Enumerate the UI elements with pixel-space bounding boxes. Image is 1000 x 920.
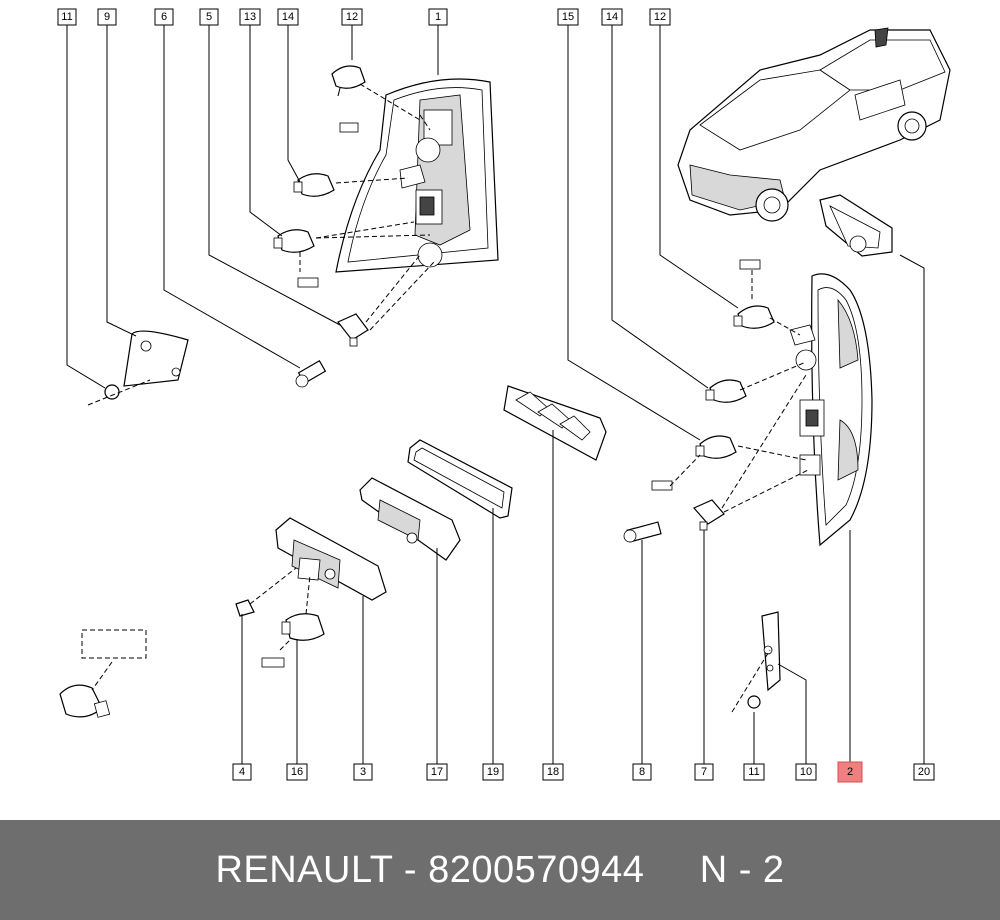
callout-16: 16: [286, 763, 308, 781]
lamp-bracket-18: [503, 385, 607, 461]
tail-lamp-right-assembly: [789, 273, 873, 547]
svg-text:15: 15: [562, 11, 574, 23]
callout-10: 10: [795, 763, 817, 781]
svg-text:5: 5: [206, 11, 212, 23]
svg-text:18: 18: [547, 766, 559, 778]
callout-6: 6: [154, 8, 174, 26]
callout-19: 19: [482, 763, 504, 781]
bulb-14-right: [705, 379, 747, 403]
screw-6: [295, 359, 327, 388]
svg-text:8: 8: [639, 766, 645, 778]
svg-text:1: 1: [435, 11, 441, 23]
licence-lamp-lens-17: [359, 477, 461, 561]
svg-text:19: 19: [487, 766, 499, 778]
callout-12-top-right: 12: [649, 8, 671, 26]
optional-part-dashed-box: [81, 629, 147, 659]
callout-15: 15: [557, 8, 579, 26]
callout-8: 8: [632, 763, 652, 781]
callout-7: 7: [694, 763, 714, 781]
svg-text:12: 12: [654, 11, 666, 23]
callout-20: 20: [913, 763, 935, 781]
svg-text:7: 7: [701, 766, 707, 778]
bulb-holder-7: [693, 499, 725, 531]
reflector-plate-9: [123, 330, 189, 387]
callout-11-bottom: 11: [743, 763, 765, 781]
bulb-base-label-12b: [739, 259, 761, 270]
svg-text:14: 14: [606, 11, 618, 23]
part-info-footer: RENAULT - 8200570944 N - 2: [0, 820, 1000, 920]
bulb-base-label-15: [651, 480, 673, 491]
svg-text:6: 6: [161, 11, 167, 23]
svg-text:12: 12: [346, 11, 358, 23]
callout-9: 9: [97, 8, 117, 26]
bulb-base-label-13: [297, 277, 319, 288]
bulb-base-label-12: [339, 122, 359, 133]
bulb-16: [281, 613, 325, 641]
screw-4: [235, 599, 255, 617]
callout-13: 13: [239, 8, 261, 26]
clip-11-right: [731, 649, 771, 713]
svg-text:20: 20: [918, 766, 930, 778]
callout-14-top-right: 14: [601, 8, 623, 26]
bulb-12-left: [331, 65, 366, 97]
bulb-holder-5: [337, 313, 369, 347]
bulb-12-right: [733, 305, 775, 329]
bulb-15: [695, 435, 737, 459]
callout-18: 18: [542, 763, 564, 781]
svg-text:14: 14: [282, 11, 294, 23]
exploded-parts-diagram: 11 9 6 5 13 14 12 1 15 14 12 4 16 3 17 1…: [57, 8, 951, 783]
clip-11-left: [87, 379, 151, 406]
svg-text:11: 11: [61, 11, 72, 23]
callout-17: 17: [426, 763, 448, 781]
callout-2-highlighted: 2: [837, 761, 863, 783]
svg-text:3: 3: [360, 766, 366, 778]
svg-text:10: 10: [800, 766, 812, 778]
callout-11-top: 11: [57, 8, 77, 26]
bulb-base-label-16: [261, 657, 285, 668]
callout-3: 3: [353, 763, 373, 781]
callout-14-top-left: 14: [277, 8, 299, 26]
callout-1: 1: [428, 8, 448, 26]
screw-8: [623, 521, 662, 543]
callout-4: 4: [232, 763, 252, 781]
licence-lamp-housing-3: [275, 517, 387, 601]
bulb-detail: [59, 684, 111, 718]
svg-text:11: 11: [748, 766, 759, 778]
svg-text:4: 4: [239, 766, 245, 778]
part-number-caption: RENAULT - 8200570944 N - 2: [215, 848, 785, 891]
reflector-bracket-10: [761, 611, 781, 692]
bulb-13: [273, 229, 315, 253]
callout-12-top-left: 12: [341, 8, 363, 26]
svg-text:13: 13: [244, 11, 256, 23]
bulb-14-left: [293, 173, 335, 197]
callout-5: 5: [199, 8, 219, 26]
tail-lamp-left-assembly: [335, 78, 499, 273]
svg-text:9: 9: [104, 11, 110, 23]
svg-text:2: 2: [847, 766, 853, 778]
svg-text:17: 17: [431, 766, 443, 778]
pickup-truck-illustration: [677, 27, 951, 222]
side-marker-lamp-20: [819, 194, 893, 257]
svg-text:16: 16: [291, 766, 303, 778]
seal-gasket-19: [407, 439, 513, 519]
